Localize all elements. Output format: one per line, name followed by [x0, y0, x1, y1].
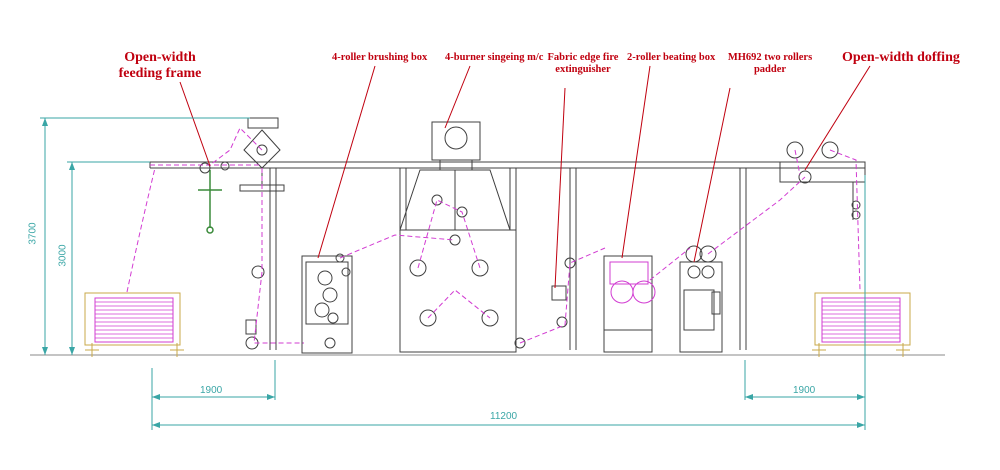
label-doffing: Open-width doffing	[842, 50, 960, 65]
brushing-box	[301, 253, 353, 354]
beating-box	[603, 255, 656, 353]
dim-right-span: 1900	[793, 385, 816, 396]
label-fire-extinguisher-line2: extinguisher	[555, 64, 611, 76]
dimension-lines	[40, 117, 866, 430]
dim-left-span: 1900	[200, 385, 223, 396]
fire-extinguisher	[551, 257, 576, 328]
label-brushing-box: 4-roller brushing box	[332, 52, 428, 63]
feed-roller	[199, 162, 211, 174]
support-columns	[269, 168, 747, 350]
dimension-arrows	[42, 118, 865, 428]
label-padder-line2: padder	[753, 64, 787, 76]
fabric-path	[126, 127, 861, 344]
label-beating-box: 2-roller beating box	[627, 52, 716, 63]
feed-roller-2	[220, 161, 230, 171]
left-fabric-pile	[84, 292, 184, 357]
dim-height-inner: 3000	[57, 244, 69, 267]
padder	[679, 245, 723, 353]
label-padder: MH692 two rollers padder	[722, 52, 818, 76]
dim-height-outer: 3700	[27, 222, 39, 245]
label-feeding-frame-line1: Open-width	[124, 50, 196, 65]
label-feeding-frame-line2: feeding frame	[118, 66, 202, 82]
right-fabric-pile	[812, 292, 911, 357]
label-fire-extinguisher: Fabric edge fire extinguisher	[540, 52, 626, 76]
singeing-machine	[399, 121, 526, 353]
label-singeing: 4-burner singeing m/c	[445, 52, 544, 63]
doffing-unit	[779, 141, 866, 220]
label-fire-extinguisher-line1: Fabric edge fire	[547, 52, 619, 63]
label-feeding-frame: Open-width feeding frame	[112, 50, 208, 82]
label-padder-line1: MH692 two rollers	[727, 52, 813, 63]
feeding-stand	[198, 170, 222, 234]
leader-lines	[179, 65, 871, 289]
dim-total-length: 11200	[490, 411, 518, 422]
